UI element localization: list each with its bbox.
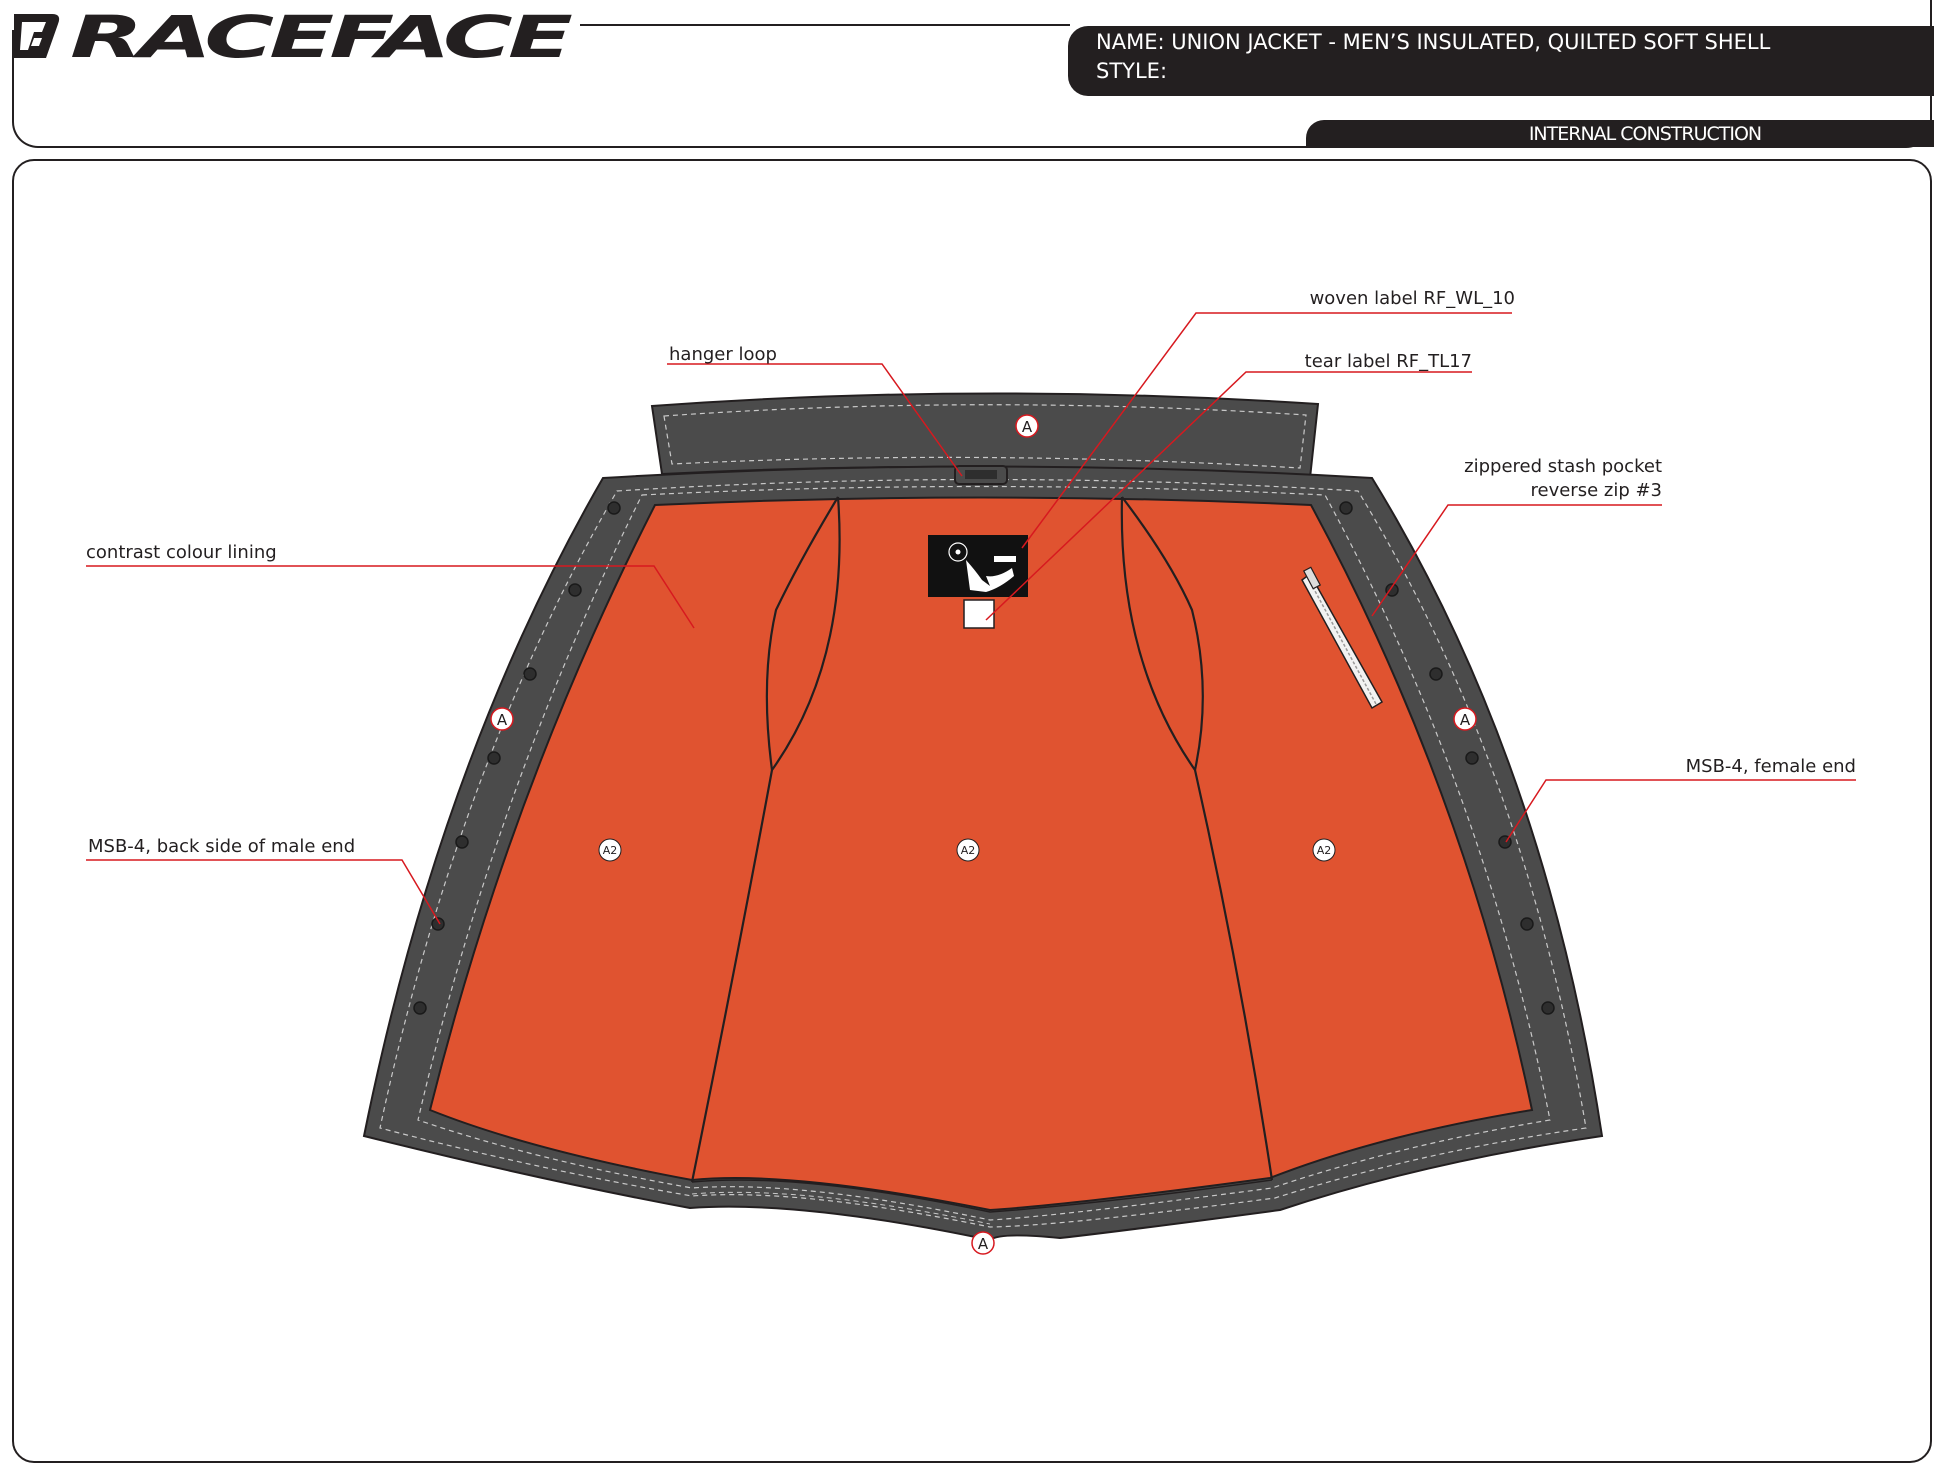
snap-buttons	[413, 501, 1555, 1015]
fabric-mark-a2-left: A2	[598, 838, 622, 862]
fabric-mark-a-left: A	[490, 707, 514, 731]
logo-emblem-icon	[14, 14, 60, 58]
callout-msb-female: MSB-4, female end	[1686, 756, 1856, 777]
header-rule	[580, 24, 1070, 26]
leader-lining	[86, 565, 695, 629]
svg-text:A2: A2	[1317, 844, 1332, 857]
svg-text:A: A	[1022, 418, 1033, 436]
leader-hanger-loop	[667, 363, 963, 477]
leader-msb-male	[86, 859, 441, 925]
stash-pocket-zipper	[1301, 566, 1384, 710]
fabric-mark-a-collar: A	[1015, 414, 1039, 438]
leader-msb-female	[1505, 779, 1856, 843]
left-facing-seam	[690, 496, 841, 1183]
leader-stash-pocket	[1371, 504, 1662, 617]
product-name: NAME: UNION JACKET - MEN’S INSULATED, QU…	[1096, 30, 1771, 54]
callout-leaders	[86, 312, 1856, 925]
callout-stash-pocket: zippered stash pocket	[1464, 456, 1662, 477]
callout-msb-male: MSB-4, back side of male end	[88, 836, 355, 857]
svg-text:A: A	[1460, 711, 1471, 729]
fabric-mark-a-right: A	[1453, 707, 1477, 731]
svg-text:A2: A2	[603, 844, 618, 857]
callout-hanger-loop: hanger loop	[669, 344, 777, 365]
raceface-logo: RACEFACE	[14, 10, 574, 62]
style-line: STYLE:	[1096, 59, 1168, 83]
title-block: NAME: UNION JACKET - MEN’S INSULATED, QU…	[1068, 26, 1934, 96]
logo-wordmark: RACEFACE	[70, 10, 572, 62]
leader-woven-label	[1021, 312, 1512, 549]
drawing-frame	[12, 159, 1932, 1463]
fabric-mark-a2-center: A2	[956, 838, 980, 862]
contrast-lining	[428, 496, 1534, 1212]
leader-tear-label	[985, 371, 1472, 621]
tear-label-patch	[963, 599, 995, 629]
svg-text:A: A	[497, 711, 508, 729]
svg-text:A: A	[978, 1235, 989, 1253]
hanger-loop	[954, 465, 1008, 485]
woven-label-patch	[928, 535, 1028, 597]
svg-text:A2: A2	[961, 844, 976, 857]
fabric-mark-a-hem: A	[971, 1231, 995, 1255]
callout-tear-label: tear label RF_TL17	[1305, 351, 1472, 372]
callout-woven-label: woven label RF_WL_10	[1310, 288, 1515, 309]
callout-lining: contrast colour lining	[86, 542, 277, 563]
section-tab: INTERNAL CONSTRUCTION	[1306, 120, 1934, 147]
right-facing-seam	[1120, 496, 1274, 1181]
fabric-mark-a2-right: A2	[1312, 838, 1336, 862]
header-gap	[0, 0, 580, 30]
callout-stash-pocket-zip: reverse zip #3	[1530, 480, 1662, 501]
